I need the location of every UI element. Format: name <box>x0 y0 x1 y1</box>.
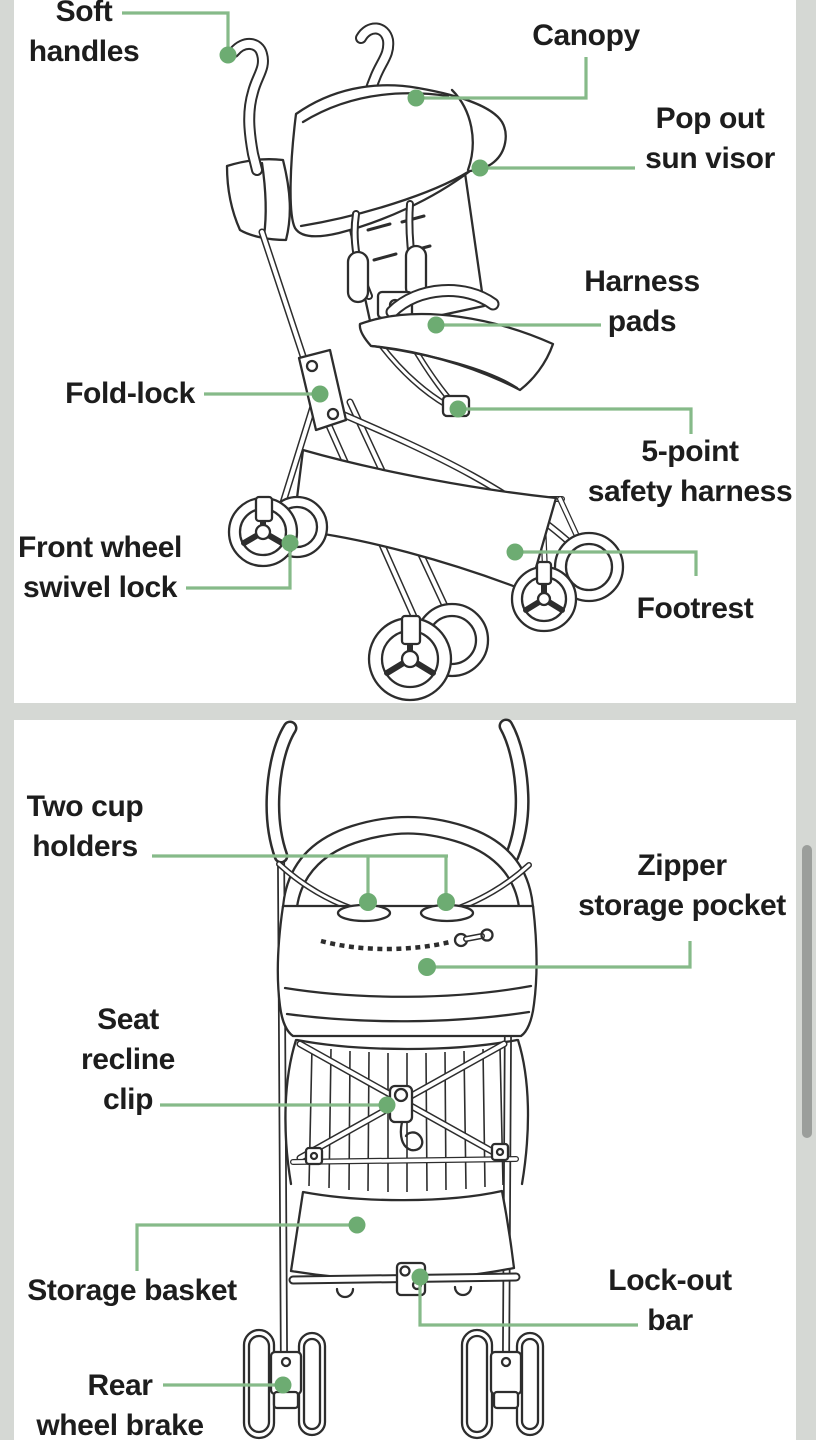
lock-out-bar-leader-line <box>418 1277 638 1327</box>
five-point-safety-harness-marker-dot <box>449 400 467 418</box>
canopy-marker-dot <box>407 89 425 107</box>
label-text-line: Storage basket <box>27 1274 237 1307</box>
storage-basket-leader-line <box>135 1223 357 1271</box>
wheel <box>460 1328 545 1440</box>
label-five-point-safety-harness: 5-point safety harness <box>566 432 814 512</box>
label-lock-out-bar: Lock-out bar <box>550 1261 790 1341</box>
label-text-line: safety harness <box>587 475 793 508</box>
label-text-line: Canopy <box>532 19 640 52</box>
wheel <box>227 496 578 702</box>
label-text-line: holders <box>32 830 138 863</box>
rear-wheel-brake-marker-dot <box>274 1376 292 1394</box>
label-text-line: clip <box>102 1083 154 1116</box>
label-fold-lock: Fold-lock <box>30 374 230 414</box>
label-text-line: storage pocket <box>578 889 786 922</box>
fold-lock-marker-dot <box>311 385 329 403</box>
label-zipper-storage-pocket: Zipper storage pocket <box>558 846 806 926</box>
label-text-line: 5-point <box>641 435 739 468</box>
label-text-line: Footrest <box>636 592 754 625</box>
label-text-line: swivel lock <box>22 571 178 604</box>
label-text-line: pads <box>607 305 677 338</box>
label-harness-pads: Harness pads <box>542 262 742 342</box>
footrest-leader-line <box>515 550 698 576</box>
harness-pads-marker-dot <box>427 316 445 334</box>
label-text-line: bar <box>647 1304 693 1337</box>
leader-lines <box>122 11 698 1387</box>
label-seat-recline-clip: Seat recline clip <box>28 1000 228 1120</box>
label-footrest: Footrest <box>595 589 795 629</box>
label-text-line: sun visor <box>645 142 775 175</box>
label-canopy: Canopy <box>486 16 686 56</box>
seat-recline-clip-marker-dot <box>378 1096 396 1114</box>
label-text-line: recline <box>81 1043 175 1076</box>
label-text-line: Lock-out <box>608 1264 732 1297</box>
label-storage-basket: Storage basket <box>12 1271 252 1311</box>
label-text-line: Soft <box>55 0 113 28</box>
cup-holder-left-marker-dot <box>359 893 377 911</box>
scrollbar-thumb[interactable] <box>802 845 812 1138</box>
front-wheel-swivel-lock-leader-line <box>186 543 292 590</box>
label-two-cup-holders: Two cup holders <box>0 787 185 867</box>
stroller-side-view-illustration <box>225 22 625 702</box>
label-text-line: Rear <box>87 1369 153 1402</box>
label-rear-wheel-brake: Rear wheel brake <box>20 1366 220 1440</box>
label-text-line: Zipper <box>637 849 727 882</box>
label-text-line: Two cup <box>26 790 144 823</box>
label-front-wheel-swivel-lock: Front wheel swivel lock <box>0 528 200 608</box>
label-text-line: handles <box>28 35 140 68</box>
label-text-line: wheel brake <box>36 1409 204 1440</box>
label-text-line: Front wheel <box>18 531 182 564</box>
pop-out-sun-visor-marker-dot <box>471 159 489 177</box>
five-point-safety-harness-leader-line <box>458 407 693 434</box>
cup-holder-right-marker-dot <box>437 893 455 911</box>
zipper-storage-pocket-leader-line <box>427 941 692 969</box>
storage-basket-marker-dot <box>348 1216 366 1234</box>
soft-handles-leader-line <box>122 11 230 55</box>
footrest-marker-dot <box>506 543 524 561</box>
marker-dots <box>219 46 524 1394</box>
stroller-rear-view-illustration <box>242 718 545 1440</box>
lock-out-bar-marker-dot <box>411 1268 429 1286</box>
front-wheel-swivel-lock-marker-dot <box>281 534 299 552</box>
zipper-storage-pocket-marker-dot <box>418 958 436 976</box>
label-pop-out-sun-visor: Pop out sun visor <box>610 99 810 179</box>
label-text-line: Seat <box>97 1003 159 1036</box>
label-text-line: Fold-lock <box>65 377 195 410</box>
label-text-line: Harness <box>584 265 700 298</box>
soft-handles-marker-dot <box>219 46 237 64</box>
canopy-leader-line <box>416 57 588 100</box>
label-soft-handles: Soft handles <box>4 0 164 72</box>
label-text-line: Pop out <box>655 102 765 135</box>
